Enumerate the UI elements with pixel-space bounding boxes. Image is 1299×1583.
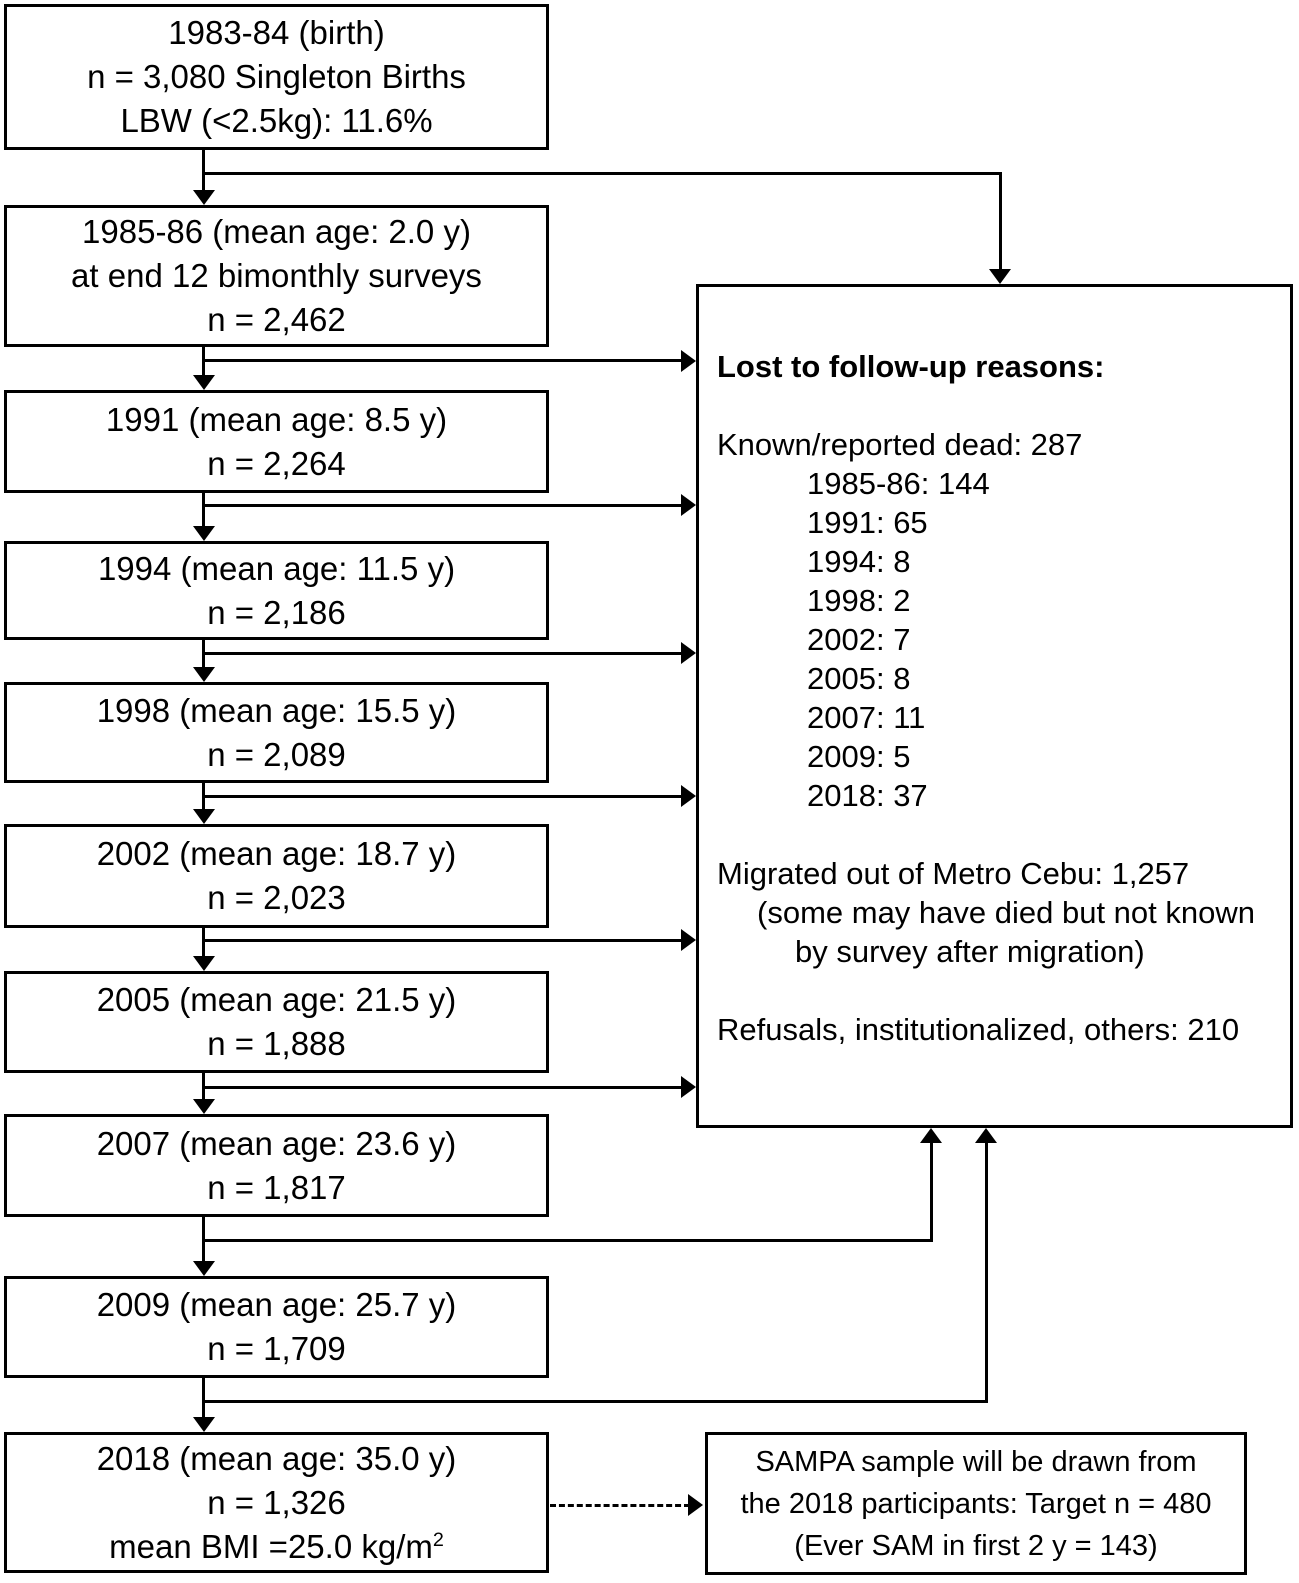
stage-line: 1991 (mean age: 8.5 y) bbox=[105, 400, 448, 438]
branch-2007-to-lost-box-vertical bbox=[930, 1141, 933, 1242]
arrowhead-down bbox=[989, 269, 1011, 284]
dead-by-year-item: 1994: 8 bbox=[807, 544, 911, 579]
arrowhead-up bbox=[975, 1128, 997, 1143]
branch-2009-to-lost-box-vertical bbox=[985, 1141, 988, 1403]
migrated-note-line1: (some may have died but not known bbox=[757, 895, 1255, 930]
arrowhead-down bbox=[193, 1261, 215, 1276]
arrowhead-down bbox=[193, 1099, 215, 1114]
arrowhead-down bbox=[193, 1417, 215, 1432]
dead-by-year-item: 1991: 65 bbox=[807, 505, 928, 540]
lost-box-title: Lost to follow-up reasons: bbox=[717, 349, 1105, 384]
stage-line: n = 1,888 bbox=[207, 1025, 346, 1062]
migrated-line: Migrated out of Metro Cebu: 1,257 bbox=[717, 856, 1190, 891]
branch-2009-to-lost-box-horizontal bbox=[202, 1400, 988, 1403]
stage-box-1991: 1991 (mean age: 8.5 y) n = 2,264 bbox=[4, 390, 549, 493]
stage-line: 1983-84 (birth) bbox=[168, 14, 385, 51]
stage-box-1998: 1998 (mean age: 15.5 y) n = 2,089 bbox=[4, 682, 549, 783]
stage-box-1985-86: 1985-86 (mean age: 2.0 y) at end 12 bimo… bbox=[4, 205, 549, 347]
dead-by-year-item: 1998: 2 bbox=[807, 583, 911, 618]
stage-line: n = 2,023 bbox=[207, 879, 346, 916]
branch-2002-to-lost-box bbox=[202, 939, 681, 942]
refusals-line: Refusals, institutionalized, others: 210 bbox=[717, 1012, 1240, 1047]
stage-line: 1994 (mean age: 11.5 y) bbox=[97, 549, 456, 587]
stage-line: 2005 (mean age: 21.5 y) bbox=[96, 981, 457, 1018]
stage-box-2007: 2007 (mean age: 23.6 y) n = 1,817 bbox=[4, 1114, 549, 1217]
bmi-text: mean BMI =25.0 kg/m bbox=[109, 1527, 433, 1565]
branch-1983-to-lost-box-vertical bbox=[999, 172, 1002, 271]
branch-1994-to-lost-box bbox=[202, 652, 681, 655]
stage-box-2002: 2002 (mean age: 18.7 y) n = 2,023 bbox=[4, 824, 549, 928]
branch-1983-to-lost-box-horizontal bbox=[202, 172, 1002, 175]
dead-header: Known/reported dead: 287 bbox=[717, 427, 1083, 462]
arrowhead-down bbox=[193, 956, 215, 971]
branch-1985-to-lost-box bbox=[202, 359, 681, 362]
branch-2005-to-lost-box bbox=[202, 1086, 681, 1089]
arrowhead-down bbox=[193, 526, 215, 541]
arrowhead-right bbox=[688, 1494, 703, 1516]
stage-line: at end 12 bimonthly surveys bbox=[71, 257, 482, 294]
arrowhead-down bbox=[193, 667, 215, 682]
stage-line: n = 3,080 Singleton Births bbox=[87, 58, 466, 95]
arrowhead-right bbox=[681, 350, 696, 372]
stage-box-2018: 2018 (mean age: 35.0 y) n = 1,326 mean B… bbox=[4, 1432, 549, 1573]
stage-line: n = 1,709 bbox=[207, 1330, 346, 1367]
arrowhead-down bbox=[193, 190, 215, 205]
stage-line-bmi: mean BMI =25.0 kg/m2 bbox=[7, 1525, 546, 1569]
stage-line: 2007 (mean age: 23.6 y) bbox=[96, 1124, 457, 1162]
lost-to-follow-up-box: Lost to follow-up reasons: Known/reporte… bbox=[696, 284, 1293, 1128]
dead-by-year-item: 2018: 37 bbox=[807, 778, 928, 813]
stage-line: 2018 (mean age: 35.0 y) bbox=[96, 1439, 457, 1477]
stage-line: LBW (<2.5kg): 11.6% bbox=[120, 102, 433, 139]
spacer bbox=[717, 386, 1280, 425]
bmi-superscript: 2 bbox=[432, 1528, 444, 1551]
stage-box-1994: 1994 (mean age: 11.5 y) n = 2,186 bbox=[4, 541, 549, 640]
branch-1998-to-lost-box bbox=[202, 795, 681, 798]
sampa-line: (Ever SAM in first 2 y = 143) bbox=[794, 1529, 1158, 1562]
dead-by-year-item: 2005: 8 bbox=[807, 661, 911, 696]
stage-line: n = 1,326 bbox=[207, 1483, 346, 1521]
arrowhead-right bbox=[681, 1076, 696, 1098]
arrowhead-right bbox=[681, 785, 696, 807]
stage-box-2009: 2009 (mean age: 25.7 y) n = 1,709 bbox=[4, 1276, 549, 1378]
stage-box-1983-84: 1983-84 (birth) n = 3,080 Singleton Birt… bbox=[4, 4, 549, 150]
dashed-arrow-2018-to-sampa bbox=[550, 1504, 690, 1507]
connector-1991-to-1994 bbox=[202, 491, 205, 529]
sampa-line: SAMPA sample will be drawn from bbox=[755, 1445, 1197, 1478]
sampa-line: the 2018 participants: Target n = 480 bbox=[740, 1487, 1212, 1520]
arrowhead-right bbox=[681, 929, 696, 951]
arrowhead-down bbox=[193, 809, 215, 824]
arrowhead-up bbox=[920, 1128, 942, 1143]
stage-box-2005: 2005 (mean age: 21.5 y) n = 1,888 bbox=[4, 971, 549, 1073]
stage-line: 1998 (mean age: 15.5 y) bbox=[96, 691, 457, 729]
dead-by-year-item: 2009: 5 bbox=[807, 739, 911, 774]
migrated-note-line2: by survey after migration) bbox=[795, 934, 1145, 969]
spacer bbox=[717, 971, 1280, 1010]
arrowhead-right bbox=[681, 494, 696, 516]
dead-by-year-item: 2007: 11 bbox=[807, 700, 926, 735]
connector-2002-to-2005 bbox=[202, 926, 205, 959]
arrowhead-down bbox=[193, 375, 215, 390]
dead-by-year-item: 1985-86: 144 bbox=[807, 466, 990, 501]
branch-2007-to-lost-box-horizontal bbox=[202, 1239, 933, 1242]
stage-line: 1985-86 (mean age: 2.0 y) bbox=[82, 213, 471, 250]
spacer bbox=[717, 815, 1280, 854]
arrowhead-right bbox=[681, 642, 696, 664]
connector-2009-to-2018 bbox=[202, 1376, 205, 1420]
connector-1983-to-1985 bbox=[202, 148, 205, 193]
stage-line: 2002 (mean age: 18.7 y) bbox=[96, 835, 457, 872]
stage-line: n = 2,089 bbox=[207, 735, 346, 773]
branch-1991-to-lost-box bbox=[202, 504, 681, 507]
stage-line: n = 2,264 bbox=[207, 444, 346, 482]
stage-line: n = 2,462 bbox=[207, 301, 346, 338]
stage-line: n = 2,186 bbox=[207, 593, 346, 631]
stage-line: n = 1,817 bbox=[207, 1168, 346, 1206]
stage-line: 2009 (mean age: 25.7 y) bbox=[96, 1286, 457, 1323]
sampa-box: SAMPA sample will be drawn from the 2018… bbox=[705, 1432, 1247, 1575]
dead-by-year-item: 2002: 7 bbox=[807, 622, 911, 657]
